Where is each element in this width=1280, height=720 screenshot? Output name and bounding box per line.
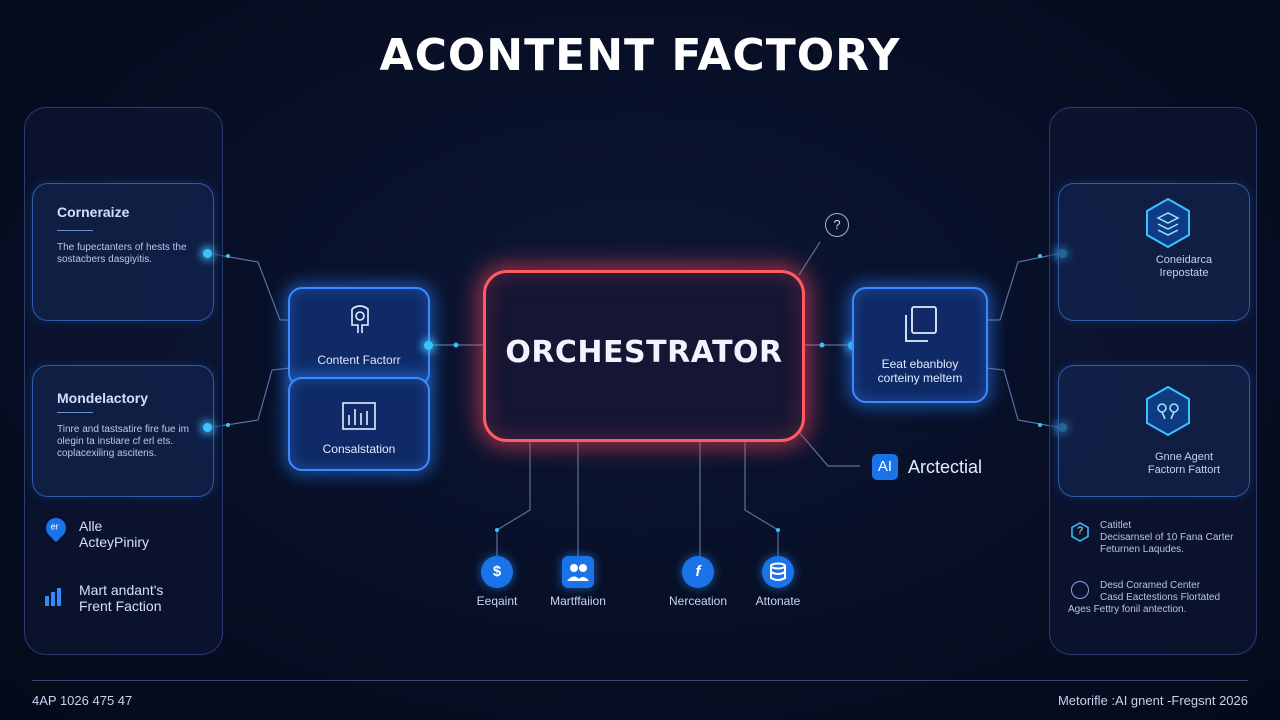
orchestrator-node[interactable]: ORCHESTRATOR (483, 270, 805, 442)
content-factory-node[interactable]: Content Factorr (288, 287, 430, 387)
node-label-line-2: corteiny meltem (877, 371, 963, 385)
consultation-node[interactable]: Consalstation (288, 377, 430, 471)
copy-documents-icon (905, 306, 937, 342)
node-label: Content Factorr (317, 353, 401, 367)
card-title: Corneraize (57, 204, 130, 220)
connector-dot (203, 249, 212, 258)
card-title: Mondelactory (57, 390, 149, 406)
right-item-2-line-3: Ages Fettry fonil antection. (1068, 604, 1187, 615)
footer-right-text: Metorifle :AI gnent -Fregsnt 2026 (1057, 693, 1248, 708)
right-item-1-line-2: Decisarnsel of 10 Fana Carter (1100, 532, 1234, 543)
dollar-icon[interactable]: $ (481, 556, 513, 588)
user-group-glyph (567, 564, 589, 581)
ai-badge-text: AI (877, 458, 893, 475)
question-glyph: ? (1076, 525, 1084, 537)
target-icon (1071, 581, 1089, 599)
card-divider (57, 230, 93, 231)
database-icon[interactable] (762, 556, 794, 588)
node-label: Consalstation (322, 442, 396, 456)
card-description: The fupectanters of hests the sostacbers… (57, 242, 187, 265)
page-title: ACONTENT FACTORY (379, 30, 901, 81)
help-icon[interactable]: ? (825, 213, 849, 237)
right-card-coneidarca[interactable]: Coneidarca Irepostate (1058, 183, 1250, 321)
card-line-1: Gnne Agent (1154, 451, 1214, 463)
right-item-2-line-2: Casd Eactestions Flortated (1100, 592, 1221, 603)
card-line-1: Coneidarca (1155, 254, 1213, 266)
bottom-item-label: Martffaiion (550, 594, 606, 608)
analytics-chart-icon (342, 402, 376, 430)
bottom-item-label: Attonate (755, 594, 801, 608)
left-card-corneraize[interactable]: Corneraize The fupectanters of hests the… (32, 183, 214, 321)
footer-left-text: 4AP 1026 475 47 (32, 693, 133, 708)
node-label-line-1: Eeat ebanbloy (881, 357, 959, 371)
footer-divider (32, 680, 1248, 681)
facebook-glyph: f (695, 563, 701, 580)
card-line-2: Irepostate (1159, 267, 1209, 279)
right-item-2-line-1: Desd Coramed Center (1100, 580, 1201, 591)
brain-gear-icon (351, 305, 369, 333)
left-item-1-line-2: ActeyPiniry (79, 534, 150, 550)
user-group-icon[interactable] (562, 556, 594, 588)
bottom-item-label: Nerceation (668, 594, 728, 608)
facebook-icon[interactable]: f (682, 556, 714, 588)
ai-badge-icon: AI (872, 454, 898, 480)
bar-chart-icon (45, 588, 61, 606)
database-glyph (770, 562, 786, 581)
right-item-1-line-1: Catitlet (1100, 520, 1132, 531)
right-item-1-line-3: Feturnen Laqudes. (1100, 544, 1184, 555)
card-line-2: Factorn Fattort (1147, 464, 1221, 476)
pin-badge-text: er (50, 521, 59, 532)
left-item-2-line-1: Mart andant's (79, 582, 164, 598)
layers-hexagon-icon (1146, 197, 1190, 249)
dollar-glyph: $ (492, 563, 502, 580)
left-item-1-line-1: Alle (79, 518, 103, 534)
bottom-item-label: Eeqaint (476, 594, 518, 608)
ai-tag-label: Arctectial (908, 457, 983, 477)
connector-dot (203, 423, 212, 432)
question-hexagon-icon: ? (1070, 522, 1090, 542)
right-card-agent[interactable]: Gnne Agent Factorn Fattort (1058, 365, 1250, 497)
help-icon-glyph: ? (833, 217, 841, 232)
documents-node[interactable]: Eeat ebanbloy corteiny meltem (852, 287, 988, 403)
connector-dot (424, 341, 433, 350)
card-description: Tinre and tastsatire fire fue im olegin … (57, 424, 189, 459)
agent-hexagon-icon (1146, 385, 1190, 437)
card-divider (57, 412, 93, 413)
orchestrator-label: ORCHESTRATOR (505, 335, 783, 370)
left-card-mondelactory[interactable]: Mondelactory Tinre and tastsatire fire f… (32, 365, 214, 497)
left-item-2-line-2: Frent Faction (79, 598, 162, 614)
